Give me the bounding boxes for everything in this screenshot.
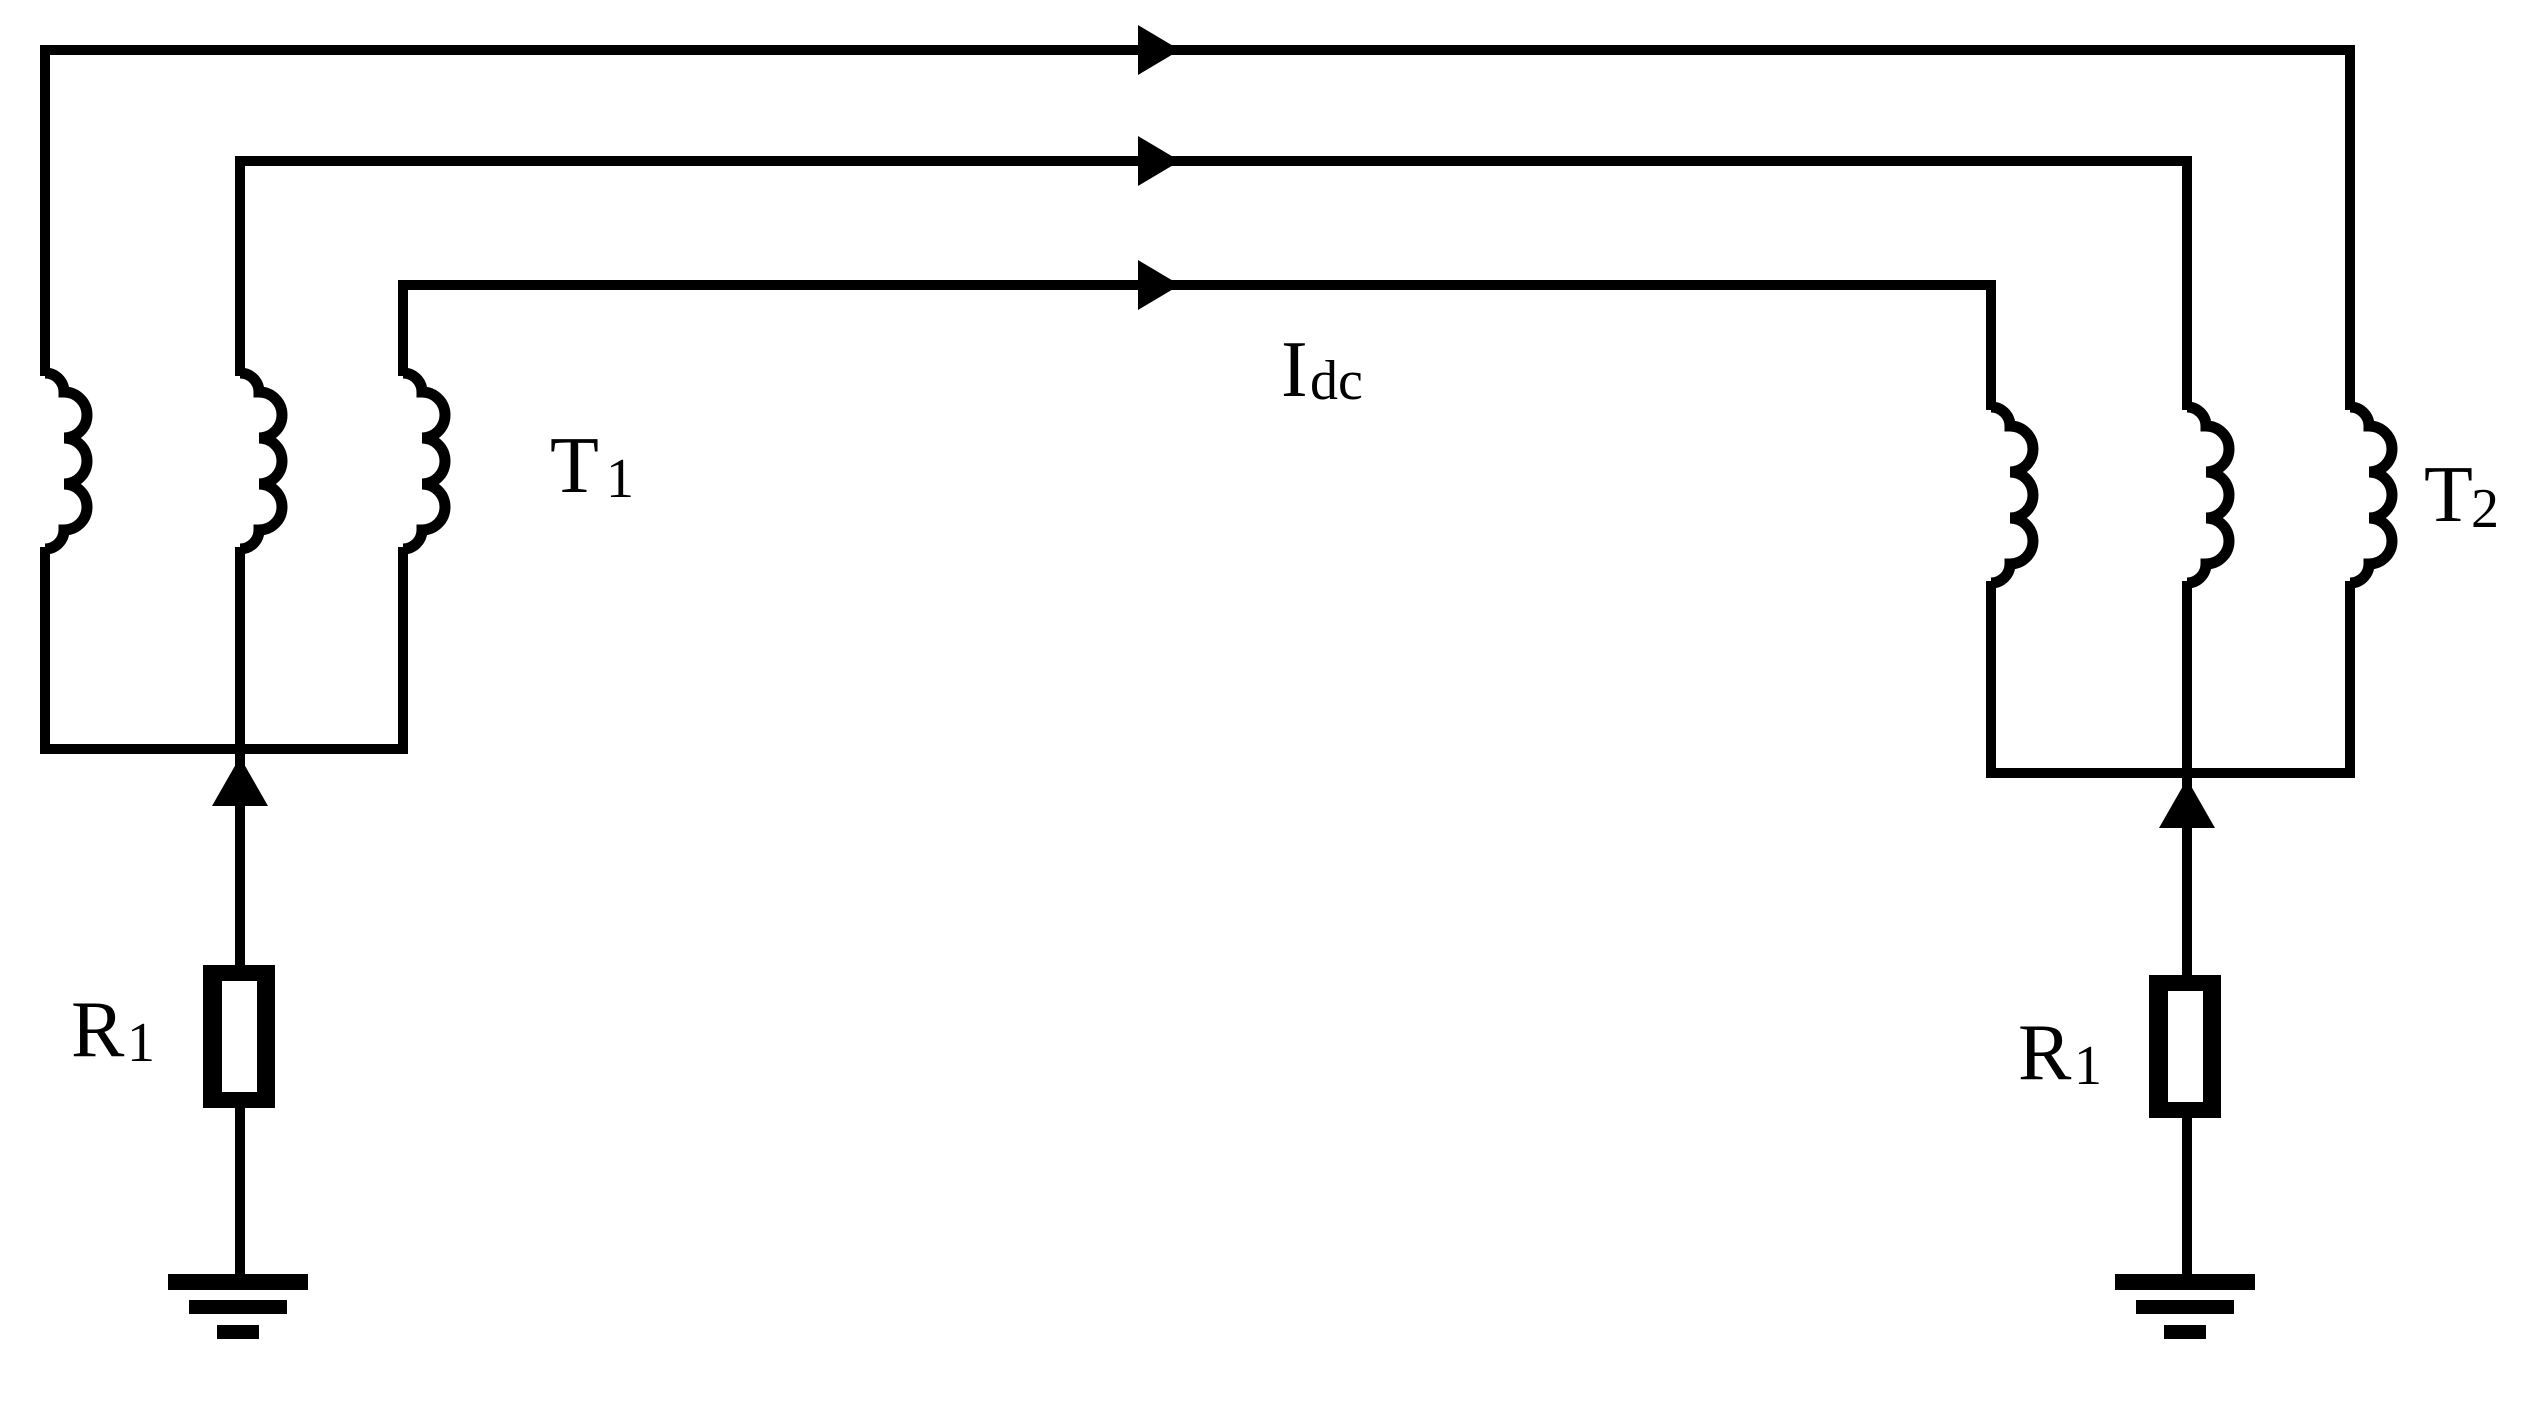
label-t1: T 1 [550,422,634,510]
neutral-current-arrow-icon-left [212,757,268,806]
transformer-t2-winding-bank [1986,401,2398,778]
current-arrow-icon-line2 [1138,136,1180,186]
t2-winding-2-coil-icon [2186,401,2235,589]
loop1-wire [40,45,2355,410]
current-arrow-icon-line3 [1138,260,1180,310]
ground-bar-top [2115,1274,2255,1290]
t2-winding-1-coil-icon [1990,401,2039,589]
transformer-t1-winding-bank [40,367,451,754]
current-arrow-icon-line1 [1138,25,1180,75]
ground-bar-top [168,1274,308,1290]
current-loop-inner [398,260,1996,410]
t1-winding-2-coil-icon [239,367,288,555]
ground-symbol-icon-left [168,1274,308,1339]
current-loop-outer [40,25,2355,410]
ground-bar-bottom [2164,1325,2206,1339]
current-loop-middle [235,136,2192,410]
ground-bar-middle [189,1300,287,1314]
label-r1-right: R 1 [2018,1009,2102,1097]
resistor-r1-left-window [222,981,257,1092]
ground-bar-bottom [217,1325,259,1339]
label-r1-left: R 1 [71,986,155,1074]
resistor-r1-right-window [2168,991,2203,1102]
grounding-leg-left [168,752,308,1339]
grounding-leg-right [2115,776,2255,1339]
t1-winding-1-coil-icon [44,367,93,555]
ground-symbol-icon-right [2115,1274,2255,1339]
t1-winding-3-coil-icon [402,367,451,555]
t2-winding-3-coil-icon [2349,401,2398,589]
neutral-current-arrow-icon-right [2159,779,2215,828]
loop3-wire [398,280,1996,410]
label-t2: T 2 [2424,451,2499,540]
ground-bar-middle [2136,1300,2234,1314]
label-idc: I dc [1281,326,1363,414]
loop2-wire [235,156,2192,410]
